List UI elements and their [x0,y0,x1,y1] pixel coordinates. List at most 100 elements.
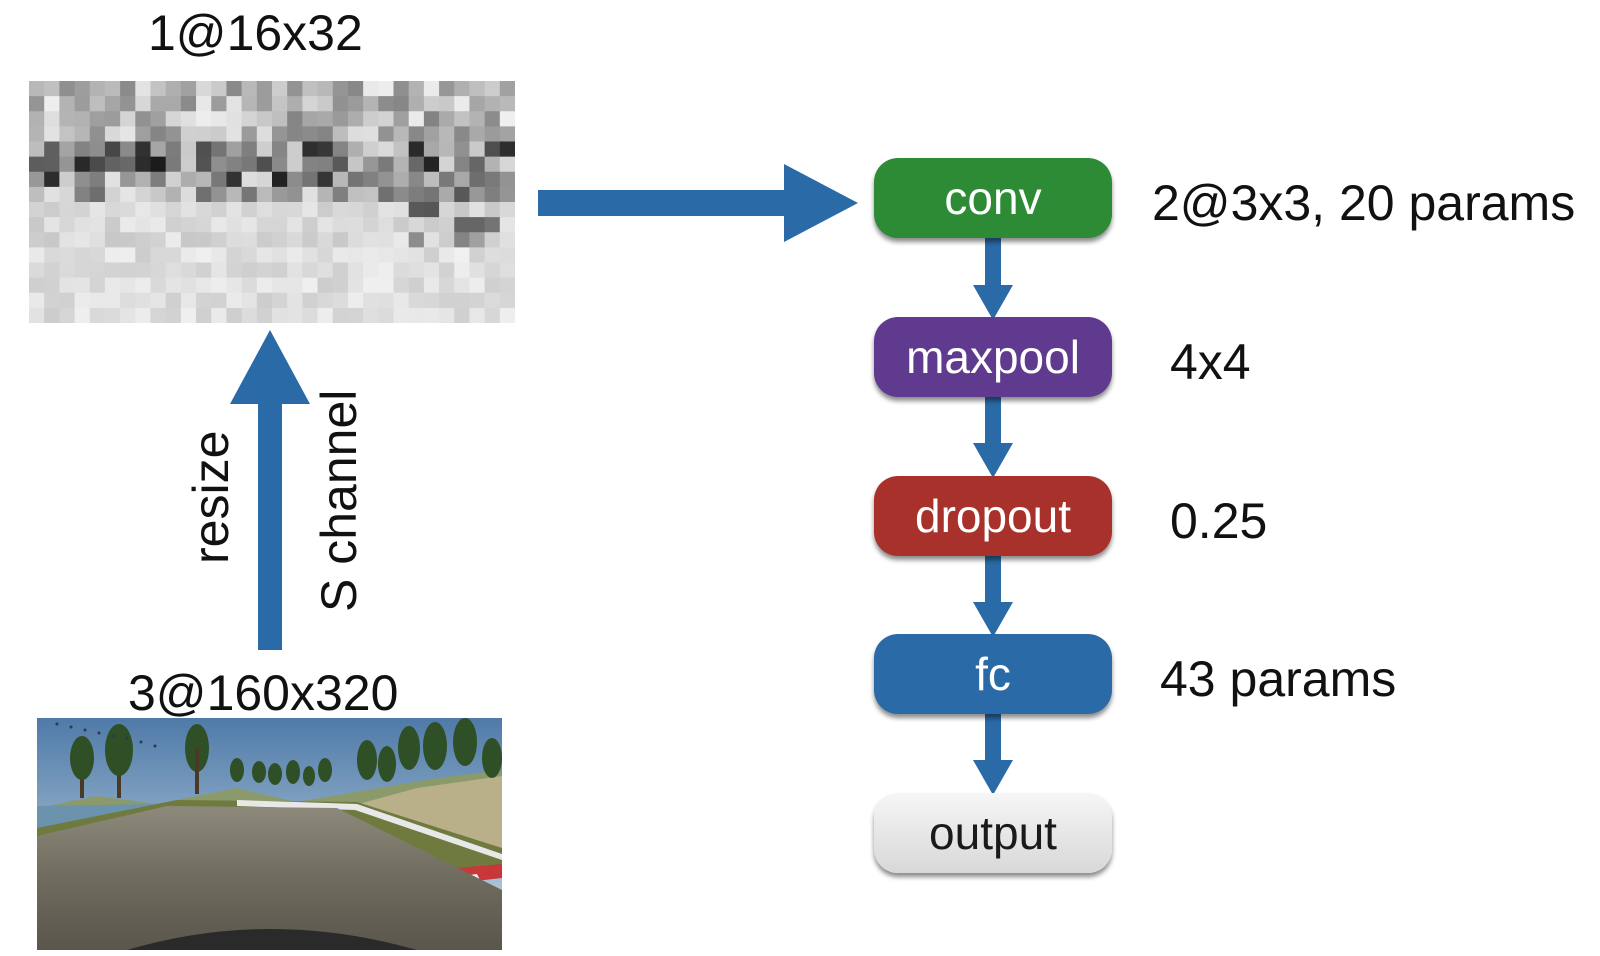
pixel-cell [423,217,440,233]
pixel-cell [165,141,182,158]
pixel-cell [29,171,45,188]
pixel-cell [180,81,197,97]
pixel-cell [135,307,151,323]
pixel-cell [378,247,394,264]
pixel-cell [104,307,121,323]
pixel-cell [439,277,455,294]
pixel-cell [454,202,470,218]
pixel-cell [44,81,60,97]
pixel-cell [454,232,470,248]
pixel-cell [135,111,151,127]
pixel-cell [256,171,273,188]
pixel-cell [150,186,167,203]
pixel-cell [469,262,486,279]
pixel-cell [211,156,227,173]
pixel-cell [165,232,182,248]
pixel-cell [378,277,394,294]
pixel-cell [241,247,258,264]
pixel-cell [272,292,288,309]
pixel-cell [180,96,197,112]
pixel-cell [74,111,91,127]
pixel-cell [393,247,410,264]
pixel-cell [89,141,106,158]
pixel-cell [317,141,334,158]
pixel-cell [59,81,76,97]
pixel-cell [135,277,151,294]
pixel-cell [89,292,106,309]
pixel-cell [378,156,394,173]
pixel-cell [89,186,106,203]
pixel-cell [454,186,470,203]
pixel-cell [378,202,394,218]
pixel-cell [44,141,60,158]
pixel-cell [226,262,243,279]
pixel-cell [150,247,167,264]
pixel-cell [347,141,364,158]
pixel-cell [499,232,515,248]
pixel-cell [196,171,212,188]
pixel-cell [287,232,303,248]
pixel-cell [44,232,60,248]
pixel-cell [241,81,258,97]
pixel-cell [393,96,410,112]
pixel-cell [378,111,394,127]
pixel-cell [423,156,440,173]
pixel-cell [317,126,334,143]
pixel-cell [469,186,486,203]
pixel-cell [317,247,334,264]
maxpool-to-dropout-arrow [973,396,1013,478]
pixel-cell [241,217,258,233]
pixel-cell [241,126,258,143]
pixel-cell [499,277,515,294]
pixel-cell [378,292,394,309]
pixel-cell [378,171,394,188]
pixel-cell [226,156,243,173]
pixel-cell [180,307,197,323]
pixel-cell [302,171,319,188]
pixel-cell [74,126,91,143]
input-road-image [37,718,502,950]
pixel-cell [423,292,440,309]
pixel-cell [484,202,501,218]
dropout-to-fc-arrow [973,555,1013,637]
pixel-cell [347,156,364,173]
pixel-cell [89,307,106,323]
pixel-cell [484,292,501,309]
pixel-cell [211,186,227,203]
pixel-cell [499,247,515,264]
pixel-cell [363,111,379,127]
pixel-cell [165,307,182,323]
pixel-cell [423,262,440,279]
pixel-cell [196,217,212,233]
pixel-cell [180,277,197,294]
pixel-cell [211,202,227,218]
pixel-cell [469,307,486,323]
pixel-cell [44,307,60,323]
pixel-cell [44,126,60,143]
s-channel-label: S channel [311,389,367,612]
pixel-cell [89,171,106,188]
pixel-cell [332,156,349,173]
pixel-cell [347,277,364,294]
pixel-cell [226,81,243,97]
pixel-cell [165,217,182,233]
pixel-cell [44,96,60,112]
pixel-cell [378,217,394,233]
pixel-cell [469,111,486,127]
pixel-cell [287,81,303,97]
pixel-cell [499,96,515,112]
pixel-cell [256,156,273,173]
pixel-cell [74,232,91,248]
pixel-cell [104,247,121,264]
pixel-cell [378,262,394,279]
pixel-cell [180,111,197,127]
pixel-cell [302,96,319,112]
pixel-cell [29,232,45,248]
resized-grayscale-image [29,81,515,323]
pixel-cell [44,247,60,264]
pixel-cell [226,186,243,203]
pixel-cell [408,262,425,279]
pixel-cell [256,262,273,279]
pixel-cell [44,262,60,279]
pixel-cell [332,186,349,203]
